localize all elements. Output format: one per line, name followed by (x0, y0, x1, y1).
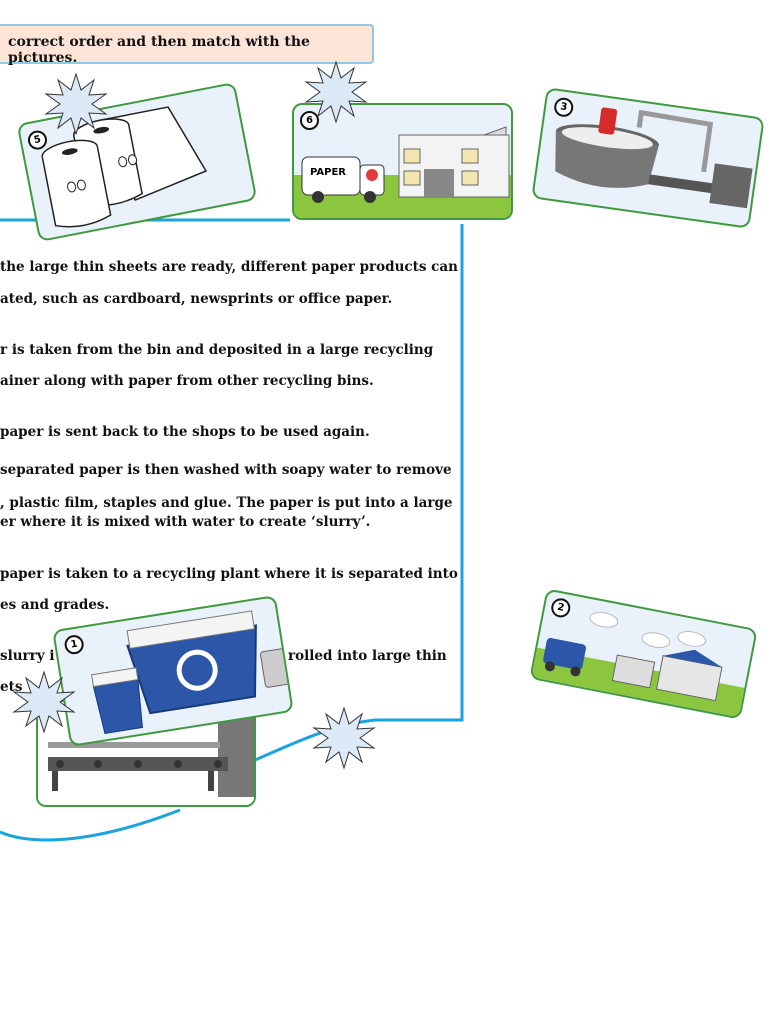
picture-card-2[interactable]: 2 (529, 588, 758, 720)
starburst-answer-1[interactable] (12, 670, 76, 734)
truck-factory-picture (294, 126, 511, 218)
statement-6-line-1b: rolled into large thin (288, 648, 447, 664)
pulping-vat-picture (555, 107, 753, 209)
statement-4-line-2: , plastic film, staples and glue. The pa… (0, 495, 453, 511)
recycling-plant-picture (531, 611, 745, 718)
recycling-bins-picture (91, 610, 290, 734)
picture-card-6[interactable]: 6 PAPER (292, 103, 513, 220)
starburst-answer-4[interactable] (312, 706, 376, 770)
statement-3-line-1: paper is sent back to the shops to be us… (0, 424, 370, 440)
statement-2-line-1: r is taken from the bin and deposited in… (0, 342, 434, 358)
picture-card-1[interactable]: 1 (52, 595, 294, 747)
statement-4-line-3: er where it is mixed with water to creat… (0, 514, 371, 530)
instruction-text: correct order and then match with the pi… (8, 34, 310, 66)
paper-rolls-picture (41, 106, 208, 228)
statement-1-line-1: the large thin sheets are ready, differe… (0, 259, 458, 275)
statement-6-line-2: ets (0, 679, 23, 695)
statement-1-line-2: ated, such as cardboard, newsprints or o… (0, 291, 393, 307)
card-6-number: 6 (300, 111, 319, 130)
instruction-box: correct order and then match with the pi… (0, 24, 374, 66)
statement-6-line-1: slurry i (0, 648, 55, 664)
statement-5-line-1: paper is taken to a recycling plant wher… (0, 566, 458, 582)
picture-card-5[interactable]: 5 (16, 81, 258, 243)
starburst-answer-6[interactable] (304, 60, 368, 124)
statement-5-line-2: es and grades. (0, 597, 110, 613)
truck-label: PAPER (310, 167, 347, 178)
starburst-answer-5[interactable] (44, 72, 108, 136)
statement-2-line-2: ainer along with paper from other recycl… (0, 373, 374, 389)
statement-4-line-1: separated paper is then washed with soap… (0, 462, 452, 478)
picture-card-3[interactable]: 3 (531, 87, 765, 229)
